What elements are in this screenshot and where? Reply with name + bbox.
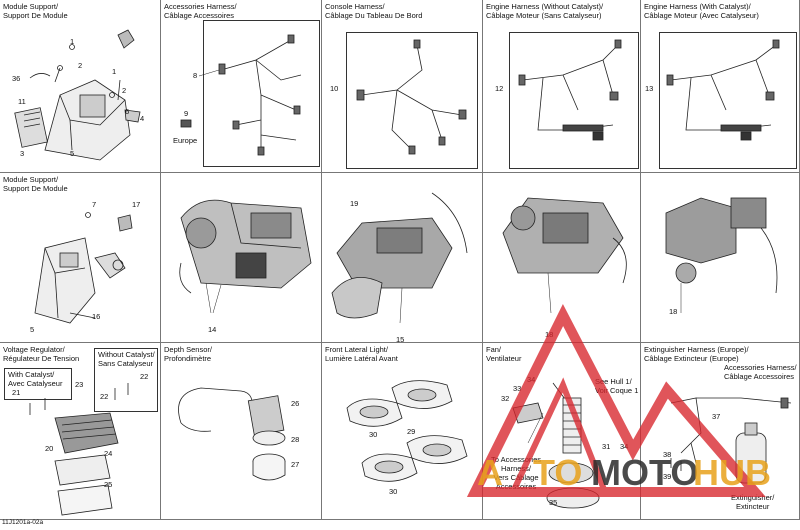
cell-accessories-harness: Accessories Harness/ Câblage Accessoires… [161,0,322,173]
voltage-regulator-drawing [29,383,129,516]
callout-22: 22 [140,372,149,381]
accessories-harness-note: Accessories Harness/ Câblage Accessoires [724,363,797,381]
console-harness-drawing [356,39,467,155]
callout-20: 20 [45,444,54,453]
callout-30: 30 [369,430,378,439]
callout-7: 7 [92,200,97,209]
cell-engine-harness-catalyst: Engine Harness (With Catalyst)/ Câblage … [641,0,800,173]
module-support-drawing [14,29,141,161]
accessories-harness-drawing [180,34,302,156]
callout-35: 35 [549,498,558,507]
callout-1b: 1 [112,67,117,76]
cell-engine-view-4: 18 [641,173,800,343]
cell-title: Accessories Harness/ Câblage Accessoires [164,2,237,20]
engine-view-2-drawing [331,192,468,324]
cell-console-harness: Console Harness/ Câblage Du Tableau De B… [322,0,483,173]
cell-title: Front Lateral Light/ Lumière Latéral Ava… [325,345,398,363]
callout-26: 26 [291,399,300,408]
callout-22b: 22 [100,392,109,401]
module-support-mid-drawing [34,212,133,324]
callout-6: 6 [125,107,130,116]
callout-25: 25 [104,480,113,489]
callout-12: 12 [495,84,504,93]
callout-39: 39 [663,472,672,481]
extinguisher-note: Extinguisher/ Extincteur [731,493,775,511]
cell-title: Console Harness/ Câblage Du Tableau De B… [325,2,423,20]
without-catalyst-label: Without Catalyst/ Sans Catalyseur [98,350,155,368]
callout-28: 28 [291,435,300,444]
callout-23: 23 [75,380,84,389]
cell-module-support-top: Module Support/ Support De Module 36 1 2… [0,0,161,173]
fan-drawing [512,382,600,509]
callout-37: 37 [712,412,721,421]
cell-fan: Fan/ Ventilateur 34 33 32 31 34 35 See H… [483,343,641,520]
callout-8: 8 [193,71,198,80]
harness-frame [659,32,797,169]
callout-17: 17 [132,200,141,209]
caption-europe: Europe [173,136,198,145]
callout-11: 11 [18,97,26,106]
callout-2b: 2 [122,86,127,95]
callout-36: 36 [12,74,21,83]
callout-14: 14 [208,325,217,334]
callout-15: 15 [396,335,405,343]
callout-3: 3 [20,149,25,158]
engine-view-3-drawing [502,197,627,314]
cell-title: Module Support/ Support De Module [3,2,68,20]
callout-34: 34 [527,375,536,384]
callout-33: 33 [513,384,522,393]
cell-engine-view-3: 18 [483,173,641,343]
callout-18: 18 [545,330,554,339]
cell-front-lateral-light: Front Lateral Light/ Lumière Latéral Ava… [322,343,483,520]
callout-34b: 34 [620,442,629,451]
callout-18b: 18 [669,307,678,316]
engine-view-1-drawing [179,199,312,314]
cell-title: Engine Harness (Without Catalyst)/ Câbla… [486,2,604,20]
callout-10: 10 [330,84,339,93]
with-catalyst-box [4,368,72,400]
cell-engine-view-2: 19 15 [322,173,483,343]
callout-19: 19 [350,199,359,208]
callout-13: 13 [645,84,654,93]
see-hull-note: See Hull 1/ Voir Coque 1 [595,377,639,395]
callout-29: 29 [407,427,416,436]
cell-depth-sensor: Depth Sensor/ Profondimètre 26 28 27 [161,343,322,520]
to-accessories-note: To Accessories Harness/ Vers Câblage Acc… [491,455,542,491]
cell-title: Module Support/ Support De Module [3,175,68,193]
callout-1: 1 [70,37,75,46]
callout-5: 5 [30,325,35,334]
callout-31: 31 [602,442,611,451]
harness-frame [203,20,320,167]
cell-engine-harness-no-catalyst: Engine Harness (Without Catalyst)/ Câbla… [483,0,641,173]
callout-4: 4 [140,114,145,123]
callout-9: 9 [184,109,189,118]
callout-27: 27 [291,460,300,469]
engine-harness-no-cat-drawing [518,39,622,141]
callout-32: 32 [501,394,510,403]
cell-title: Depth Sensor/ Profondimètre [164,345,212,363]
callout-5: 5 [70,149,75,158]
cell-voltage-regulator: Voltage Regulator/ Régulateur De Tension… [0,343,161,520]
front-lateral-light-drawing [346,380,468,482]
callout-21: 21 [12,388,21,397]
without-catalyst-box [94,348,158,412]
diagram-code: 11J1201a-02a [2,519,44,526]
callout-2: 2 [78,61,83,70]
cell-engine-view-1: 14 [161,173,322,343]
callout-24: 24 [104,449,113,458]
cell-title: Engine Harness (With Catalyst)/ Câblage … [644,2,759,20]
callout-16: 16 [92,312,101,321]
callout-30b: 30 [389,487,398,496]
callout-38: 38 [663,450,672,459]
cell-title: Voltage Regulator/ Régulateur De Tension [3,345,80,363]
cell-module-support-mid: Module Support/ Support De Module 7 17 5… [0,173,161,343]
engine-view-4-drawing [665,197,778,313]
cell-extinguisher: Extinguisher Harness (Europe)/ Câblage E… [641,343,800,520]
engine-harness-cat-drawing [666,39,780,141]
with-catalyst-label: With Catalyst/ Avec Catalyseur [8,370,63,388]
depth-sensor-drawing [178,387,286,481]
